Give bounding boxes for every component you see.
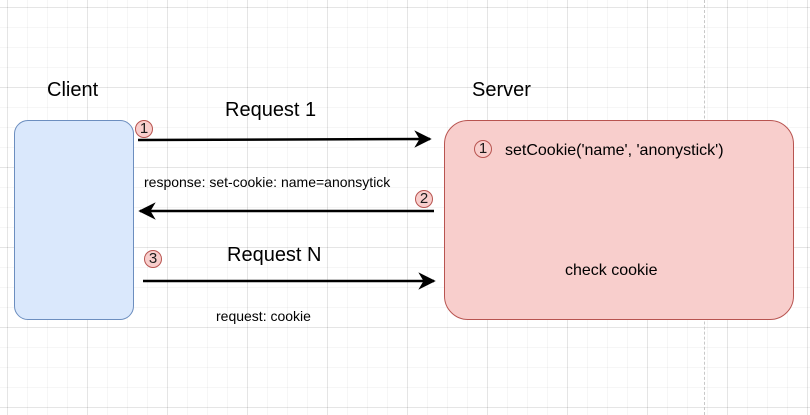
step-1-badge: 1 — [135, 120, 153, 138]
set-cookie-code-label: setCookie('name', 'anonystick') — [505, 142, 724, 159]
server-box[interactable] — [444, 120, 794, 320]
server-title: Server — [472, 79, 531, 101]
request-1-arrow[interactable] — [137, 130, 432, 148]
step-2-badge: 2 — [415, 190, 433, 208]
request-n-sub-label: request: cookie — [216, 308, 311, 324]
step-3-badge: 3 — [144, 250, 162, 268]
server-step-1-badge: 1 — [474, 140, 492, 158]
check-cookie-label: check cookie — [565, 262, 658, 279]
response-label: response: set-cookie: name=anonsytick — [144, 174, 391, 190]
request-n-label: Request N — [227, 244, 322, 266]
client-title: Client — [47, 79, 99, 101]
request-1-label: Request 1 — [225, 99, 317, 121]
client-box[interactable] — [14, 120, 134, 320]
